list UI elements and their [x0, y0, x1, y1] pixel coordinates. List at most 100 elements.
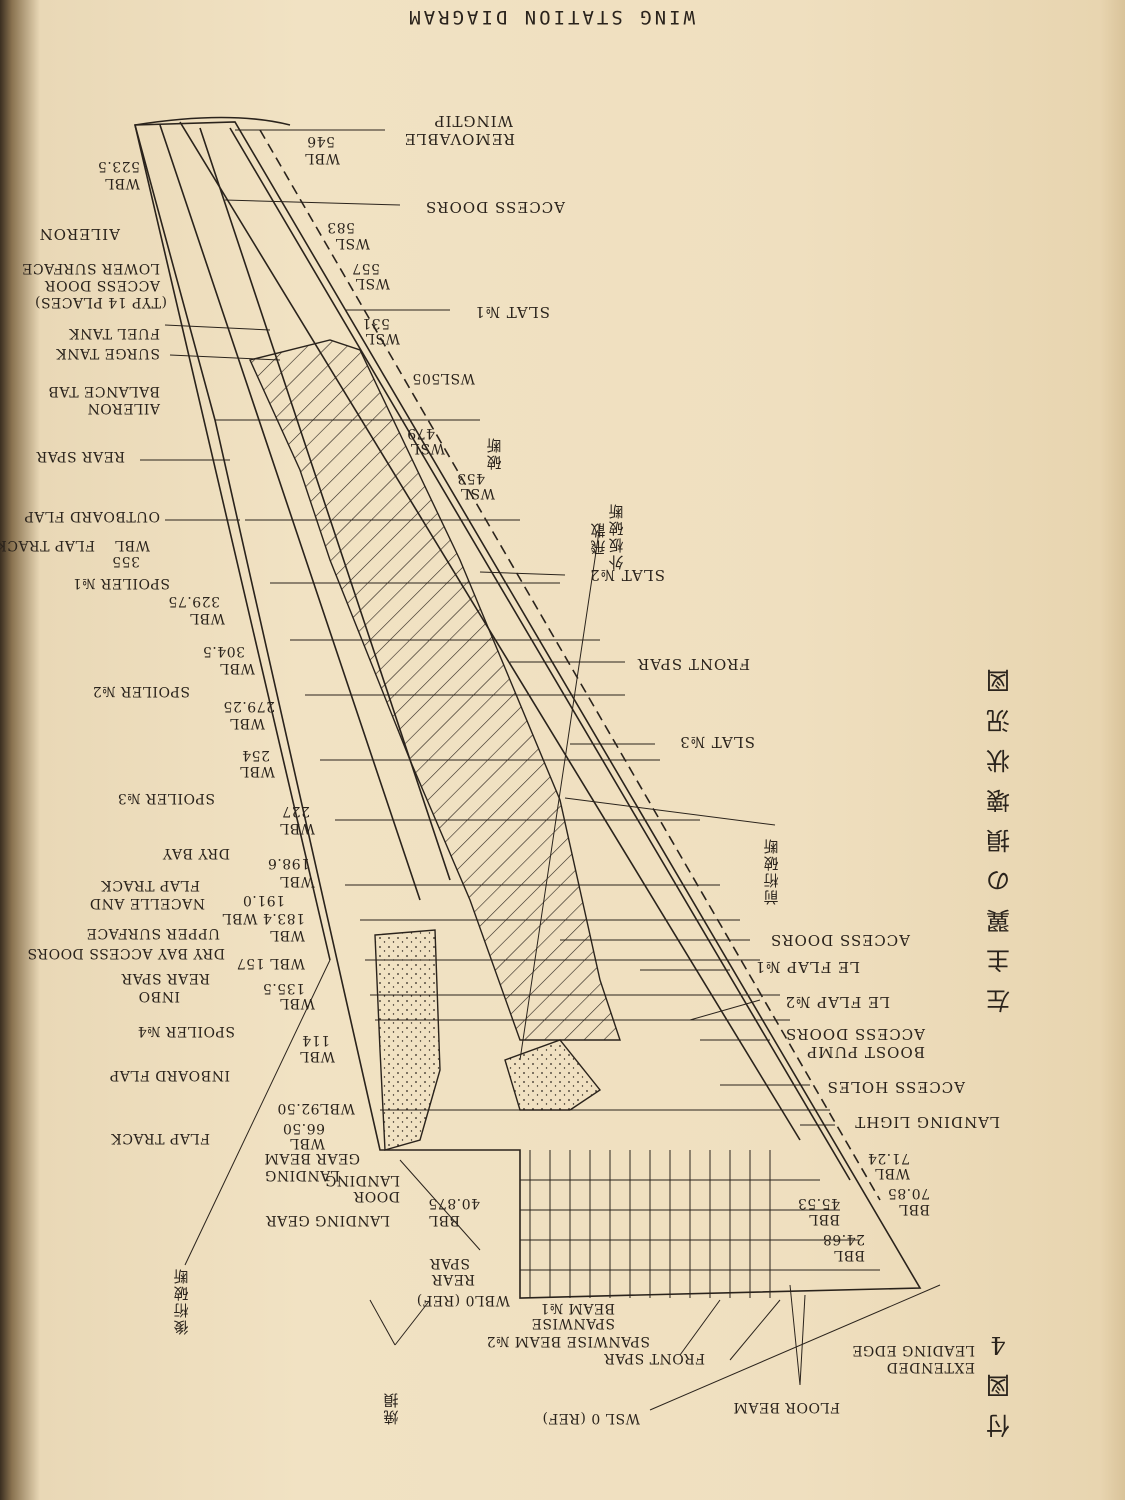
label-wbl-0: WBL0 (REF): [416, 1292, 510, 1308]
label-upper-surface-wbl: WBL: [269, 927, 305, 943]
label-wbl-157: WBL 157: [236, 955, 305, 971]
label-surge-tank: SURGE TANK: [55, 345, 160, 361]
label-wsl-531-b: 531: [361, 315, 390, 331]
label-wbl-546-a: WBL: [304, 150, 340, 166]
label-floor-beam: FLOOR BEAM: [733, 1399, 840, 1415]
label-bbl-45-b: BBL: [808, 1211, 840, 1227]
label-wsl-453-b: 453: [456, 470, 485, 486]
label-bbl-40-a: 40.875: [428, 1195, 480, 1211]
label-wbl-227-a: WBL: [279, 820, 315, 836]
label-wbl-279-a: WBL: [229, 715, 265, 731]
label-wsl-557-b: 557: [351, 260, 380, 276]
diagram-title: WING STATION DIAGRAM: [406, 6, 695, 28]
label-spoiler-1: SPOILER №1: [72, 575, 170, 591]
label-landing-gear: LANDING GEAR: [265, 1212, 390, 1228]
label-boost-pump: BOOST PUMP: [806, 1043, 925, 1061]
label-183-wbl: 183.4 WBL: [221, 910, 305, 926]
jp-title: 左主翼の損壊状況図: [986, 666, 1010, 1014]
label-door: DOOR: [353, 1188, 400, 1204]
label-rear-spar-top: REAR SPAR: [36, 448, 125, 464]
label-bbl-45-a: 45.53: [797, 1195, 840, 1211]
label-front-spar-low: FRONT SPAR: [603, 1350, 705, 1366]
label-leading-edge: LEADING EDGE: [851, 1342, 975, 1358]
jp-hadan: 破断: [486, 436, 502, 471]
jp-maeketa: 前桁破断: [763, 837, 779, 906]
label-aileron-2: AILERON: [87, 400, 160, 416]
label-wingtip: WINGTIP: [433, 112, 513, 130]
label-wbl-523-a: WBL: [104, 175, 140, 191]
label-wsl-0: WSL 0 (REF): [542, 1410, 640, 1426]
label-access-door: ACCESS DOOR: [44, 277, 160, 293]
label-removable: REMOVABLE: [403, 130, 515, 148]
label-le-flap-1: LE FLAP №1: [754, 958, 860, 976]
label-wbl-92: WBL92.50: [276, 1100, 355, 1116]
label-inboard-flap: INBOARD FLAP: [109, 1067, 230, 1083]
label-bbl-24-a: 24.68: [822, 1231, 865, 1247]
label-wbl-546-b: 546: [306, 133, 335, 149]
root-grid: [520, 1150, 880, 1298]
label-wbl-66-b: WBL: [289, 1135, 325, 1151]
label-wsl-479-b: 479: [406, 425, 435, 441]
label-access-holes: ACCESS HOLES: [826, 1078, 965, 1096]
label-spar-low: SPAR: [429, 1255, 470, 1271]
label-wbl-329-b: 329.75: [168, 593, 220, 609]
label-rear-spar-inbo: REAR SPAR: [121, 970, 210, 986]
label-landing-light: LANDING LIGHT: [854, 1113, 1000, 1131]
label-wsl-453-a: WSL: [460, 485, 495, 501]
label-wsl-583-b: 583: [326, 219, 355, 235]
label-front-spar-mid: FRONT SPAR: [636, 655, 750, 673]
label-wbl-304-a: WBL: [219, 660, 255, 676]
label-dry-bay-doors: DRY BAY ACCESS DOORS: [26, 945, 225, 961]
leader-lines: [140, 129, 941, 1411]
jp-shouson: 焼損: [383, 1391, 399, 1426]
label-wbl-523-b: 523.5: [97, 158, 140, 174]
label-wbl-329-a: WBL: [189, 610, 225, 626]
label-191: 191.0: [242, 892, 285, 908]
label-wbl-198-a: WBL: [279, 873, 315, 889]
jp-hisan: 飛散: [590, 521, 606, 556]
label-slat-1: SLAT №1: [474, 303, 550, 321]
label-wbl-227-b: 227: [281, 803, 310, 819]
label-wsl-479-a: WSL: [410, 440, 445, 456]
label-wbl-198-b: 198.6: [267, 855, 310, 871]
label-le-flap-2: LE FLAP №2: [784, 993, 890, 1011]
label-bbl-24-b: BBL: [833, 1247, 865, 1263]
jp-gaiban: 外板破断: [608, 502, 624, 571]
label-flap-track-low: FLAP TRACK: [110, 1130, 210, 1146]
label-beam-1: BEAM №1: [539, 1300, 615, 1316]
label-balance-tab: BALANCE TAB: [48, 383, 160, 399]
label-flap-track-top: FLAP TRACK: [0, 537, 95, 553]
label-fuel-tank: FUEL TANK: [68, 325, 160, 341]
label-nacelle: NACELLE AND: [89, 895, 205, 911]
label-spanwise-1: SPANWISE: [531, 1315, 615, 1331]
label-flap-track-191: FLAP TRACK: [100, 877, 200, 893]
label-wbl-71-b: WBL: [874, 1165, 910, 1181]
label-aileron: AILERON: [38, 225, 120, 243]
label-wbl-66-a: 66.50: [282, 1120, 325, 1136]
label-rear-low: REAR: [431, 1271, 475, 1287]
label-slat-2: SLAT №2: [589, 566, 665, 584]
label-wbl-114-a: WBL: [299, 1048, 335, 1064]
label-wbl-279-b: 279.25: [223, 698, 275, 714]
label-wbl-135-b: 135.5: [262, 980, 305, 996]
label-access-doors-boost: ACCESS DOORS: [785, 1025, 925, 1043]
label-bbl-70-b: BBL: [898, 1201, 930, 1217]
label-spoiler-4: SPOILER №4: [137, 1023, 235, 1039]
label-dry-bay: DRY BAY: [162, 845, 230, 861]
label-spoiler-3: SPOILER №3: [117, 790, 215, 806]
label-wbl-254-b: 254: [241, 747, 270, 763]
label-door-landing: LANDING: [324, 1172, 400, 1188]
figure-number: 付図4: [986, 1331, 1010, 1439]
label-access-doors-top: ACCESS DOORS: [425, 198, 565, 216]
label-wbl-254-a: WBL: [239, 763, 275, 779]
label-wsl-531-a: WSL: [365, 330, 400, 346]
jp-kouketa: 後桁破断: [173, 1267, 189, 1336]
label-inbo: INBO: [138, 988, 180, 1004]
label-wbl-114-b: 114: [301, 1032, 330, 1048]
label-spoiler-2: SPOILER №2: [92, 683, 190, 699]
burn-region-1: [374, 929, 441, 1151]
label-outboard-flap: OUTBOARD FLAP: [23, 508, 160, 524]
